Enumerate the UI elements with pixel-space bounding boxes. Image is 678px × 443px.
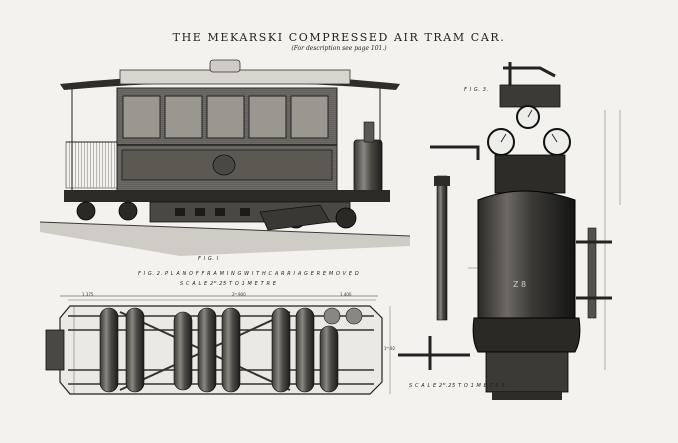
dimension-label: 1.375 — [82, 292, 94, 297]
air-tank — [477, 190, 576, 319]
dimension-label: 1.400 — [340, 292, 352, 297]
fig2-caption: F I G. 2. P L A N O F F R A M I N G W I … — [138, 271, 360, 277]
rear-platform — [65, 88, 118, 190]
car-windows — [122, 95, 329, 139]
roof-lantern — [209, 59, 241, 73]
valve-handle — [503, 66, 556, 78]
coupling-left — [45, 329, 65, 371]
page-subtitle: (For description see page 101.) — [291, 45, 387, 52]
fig3-scale: S C A L E 2ᴹ.25 T O 1 M E T R E — [409, 383, 506, 389]
tank-marking: Z 8 — [513, 280, 527, 289]
car-emblem — [212, 154, 236, 176]
page-title: THE MEKARSKI COMPRESSED AIR TRAM CAR. — [172, 31, 506, 44]
dimension-label: 2ᴹ.900 — [232, 292, 246, 297]
tram-car-elevation — [39, 59, 411, 256]
framing-plan — [45, 295, 391, 395]
gauge-glass — [587, 227, 597, 319]
pressure-gauges — [487, 105, 571, 156]
valve-assembly — [398, 62, 621, 400]
reservoir-ports — [175, 208, 250, 216]
hot-water-boiler — [353, 139, 383, 193]
fig3-label: F I G. 3. — [464, 87, 489, 93]
fig1-label: F I G. I — [198, 256, 219, 262]
underframe — [64, 190, 390, 202]
ground-shading — [40, 222, 410, 256]
level-pipe — [436, 175, 448, 321]
plan-cylinders — [99, 307, 363, 393]
dimension-label: 1ᴹ.92 — [384, 346, 396, 351]
fig2-scale: S C A L E 2ᴹ.25 T O 1 M E T R E — [180, 281, 277, 287]
motor-cylinder — [259, 204, 331, 231]
